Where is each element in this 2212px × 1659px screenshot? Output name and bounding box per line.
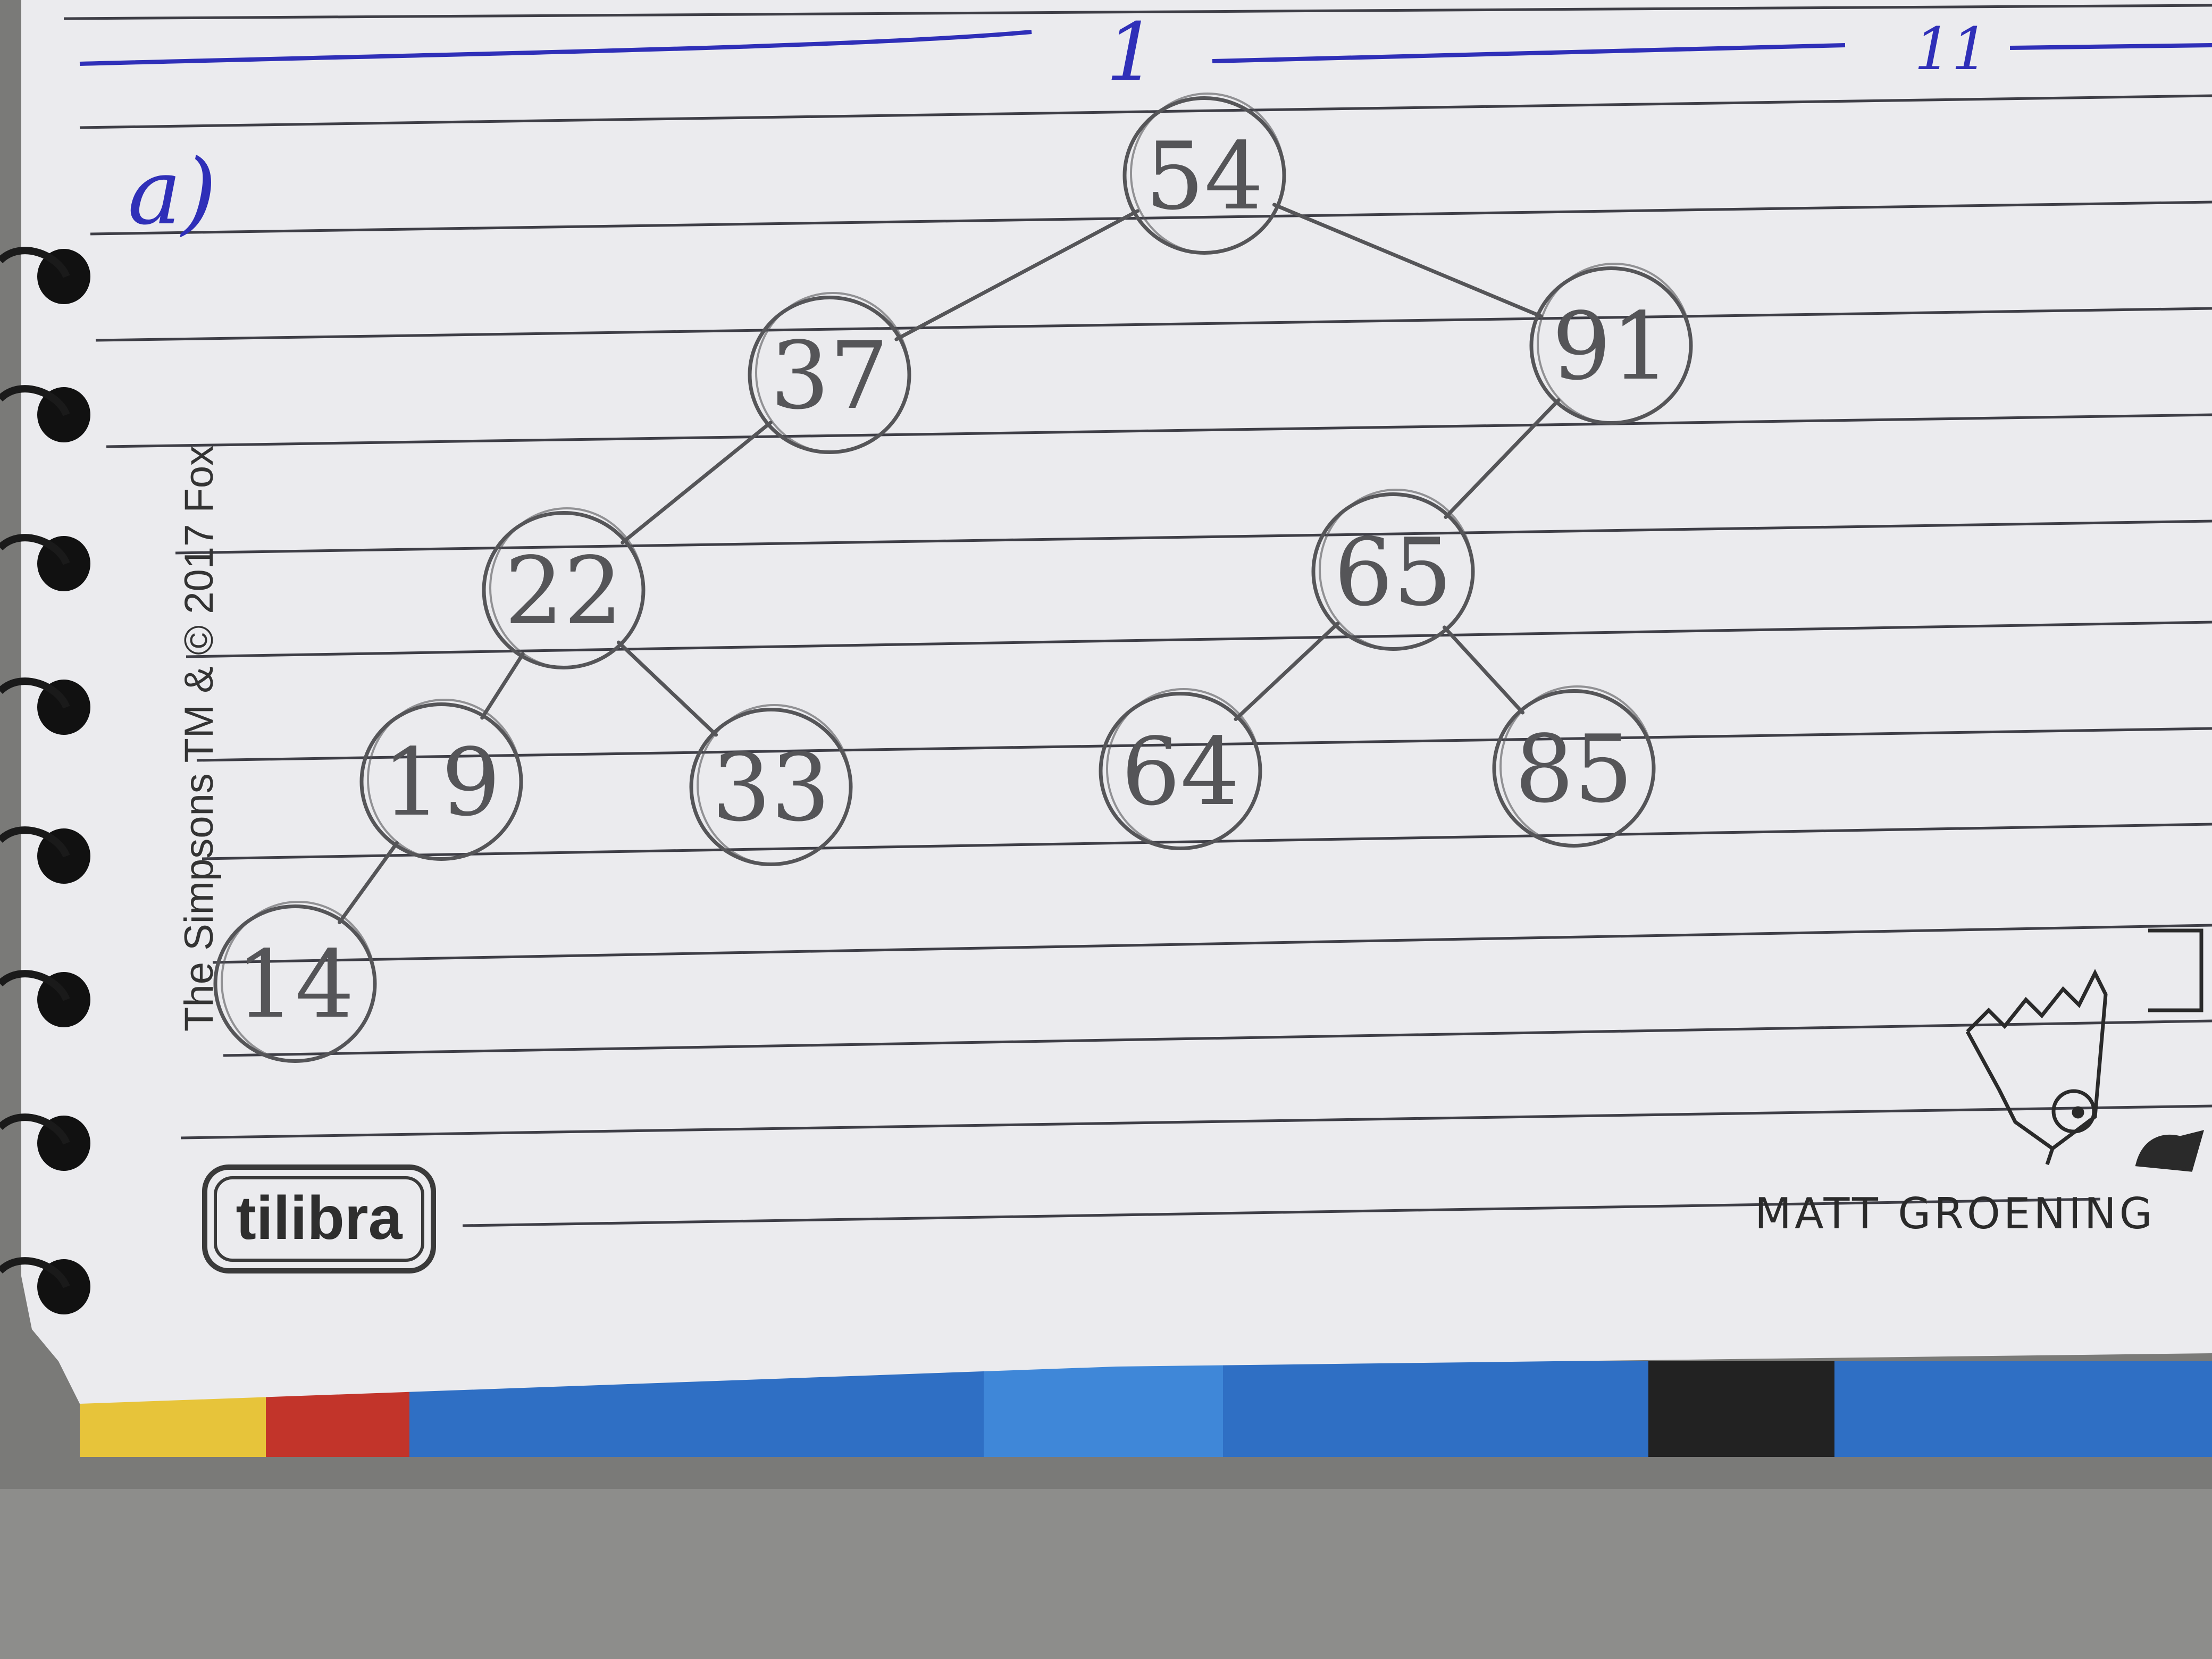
node-label: 85 <box>1515 716 1633 824</box>
node-circle-retrace <box>221 901 376 1062</box>
brand-logo: tilibra <box>202 1164 436 1273</box>
node-circle-retrace <box>489 507 644 669</box>
node-circle-retrace <box>1319 489 1474 650</box>
node-circle-retrace <box>367 699 522 860</box>
header-blue-rule <box>79 30 2212 66</box>
tree-nodes: 54 37 91 22 65 19 33 64 85 14 <box>213 93 1693 1063</box>
binding-ring <box>0 534 70 565</box>
node-label: 33 <box>712 734 831 842</box>
tree-node-65: 65 <box>1311 489 1475 651</box>
node-label: 91 <box>1552 293 1671 401</box>
signature: MATT GROENING <box>1755 1189 2156 1238</box>
node-label: 54 <box>1145 123 1264 231</box>
tree-node-19: 19 <box>359 699 523 861</box>
binding-ring <box>0 826 70 858</box>
spiral-binding <box>0 247 90 1314</box>
node-label: 19 <box>382 729 501 837</box>
paper-page <box>21 0 2212 1404</box>
node-circle-retrace <box>1499 685 1655 847</box>
node-circle-retrace <box>697 704 852 866</box>
binding-ring <box>0 677 70 709</box>
tree-edge-n19-n14 <box>338 841 399 925</box>
tree-node-54: 54 <box>1122 93 1286 255</box>
node-label: 37 <box>770 322 889 430</box>
binding-ring <box>0 385 70 416</box>
tree-node-64: 64 <box>1099 688 1262 850</box>
tree-edge-n22-n33 <box>616 640 718 737</box>
header-mark-left: 1 <box>1106 6 1157 99</box>
node-circle-retrace <box>1106 688 1261 850</box>
node-circle-retrace <box>755 292 910 454</box>
tree-edge-n91-n65 <box>1444 398 1561 519</box>
tree-edge-n54-n37 <box>894 209 1139 341</box>
tree-edge-n65-n85 <box>1442 625 1525 715</box>
node-label: 22 <box>505 538 623 646</box>
tree-edge-n37-n22 <box>621 421 773 544</box>
table-edge <box>0 1489 2212 1659</box>
tree-node-14: 14 <box>213 901 377 1063</box>
bart-sketch <box>1965 928 2205 1172</box>
part-label: a) <box>128 140 217 245</box>
tree-node-22: 22 <box>482 507 646 669</box>
tree-edge-n65-n64 <box>1234 621 1340 722</box>
node-circle-retrace <box>1130 93 1285 254</box>
binding-ring <box>0 1257 70 1288</box>
tree-node-33: 33 <box>689 704 853 866</box>
header-mark-right: 11 <box>1914 15 1989 83</box>
tree-edge-n22-n19 <box>480 652 525 720</box>
tree-node-85: 85 <box>1492 685 1656 848</box>
tree-edges <box>338 203 1561 925</box>
binding-ring <box>0 1113 70 1145</box>
node-label: 14 <box>236 931 355 1039</box>
node-circle-retrace <box>1537 263 1692 424</box>
side-copyright: The Simpsons TM & © 2017 Fox <box>177 446 222 1032</box>
ruled-lines <box>63 4 2212 1227</box>
binding-ring <box>0 970 70 1001</box>
binding-ring <box>0 247 70 278</box>
tree-node-91: 91 <box>1529 263 1693 425</box>
tree-edge-n54-n91 <box>1272 203 1544 319</box>
node-label: 65 <box>1334 519 1453 627</box>
tree-node-37: 37 <box>748 292 911 454</box>
node-label: 64 <box>1121 718 1240 826</box>
brand-name: tilibra <box>236 1184 403 1252</box>
